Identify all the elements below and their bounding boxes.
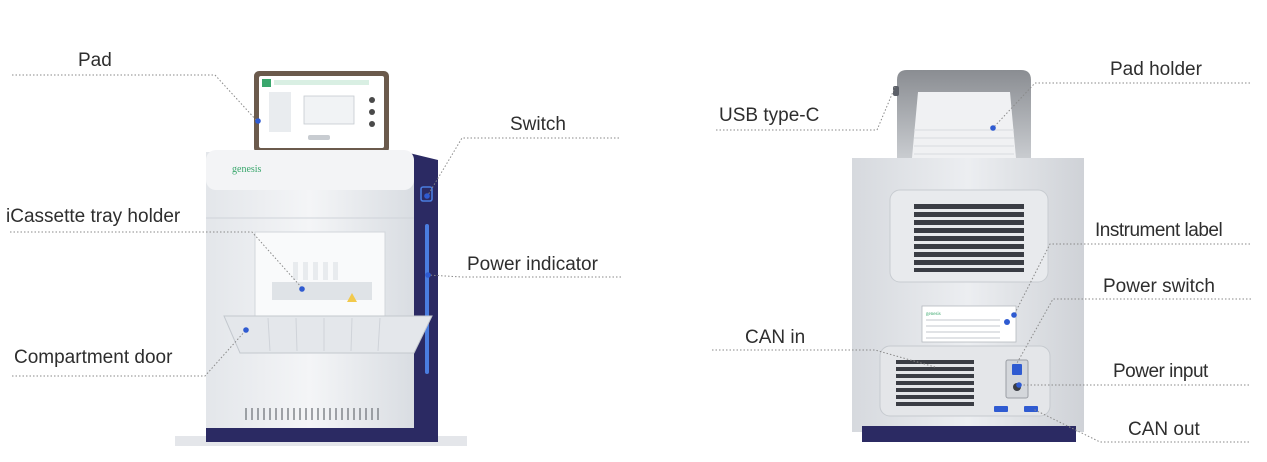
front-view-instrument: genesis [175,71,467,446]
front-switch-button [420,186,433,202]
pad-screen-button [369,97,375,103]
pad-dot [255,118,261,124]
pad-holder-ribs [914,129,1014,155]
icassette-cells [293,262,338,280]
vent-bar [914,244,1024,249]
usb-type-c-leader-line [716,86,896,131]
callout-can-out: CAN out [1128,419,1200,440]
callout-pad: Pad [78,50,112,71]
vent-bar [896,367,974,371]
switch-leader-line [427,137,619,196]
icassette-dot [299,286,305,292]
power-switch-rocker [1012,364,1022,375]
vent-bar [914,260,1024,265]
instrument-label-plate [921,305,1017,343]
icassette-cell [313,262,318,280]
icassette-cell [303,262,308,280]
usb-type-c-port [893,86,899,96]
vent-bar [914,204,1024,209]
door-rib [377,317,381,352]
label-text-lines [926,319,1000,339]
vent-bar [896,374,974,378]
door-rib [350,317,353,352]
door-rib [267,317,271,352]
pad-holder-dot [990,125,996,131]
rear-base [862,426,1076,442]
pad-screen-sidebar [269,92,291,132]
rear-callout-lines [712,82,1251,443]
pad-screen-button [369,109,375,115]
icassette-cell [333,262,338,280]
vent-bar [896,395,974,399]
front-pad [254,71,389,153]
front-callout-dots [243,118,431,333]
power-module [1005,359,1029,399]
rear-top-vent [914,204,1024,272]
pad-leader-line [12,74,258,122]
rear-view-instrument: genesis [852,70,1084,442]
callout-power-switch: Power switch [1103,276,1215,297]
callout-switch: Switch [510,114,566,135]
pad-screen-diagram [303,95,355,125]
pad-screen-header [274,80,369,85]
callout-can-in: CAN in [745,327,806,348]
pad-screen-button [369,121,375,127]
tray-opening [254,231,386,323]
can-out-port [1024,406,1038,412]
door-rib [295,317,298,352]
pad-holder-plate [912,92,1016,158]
pad-screen-logo [262,79,271,87]
callout-pad-holder: Pad holder [1110,59,1202,80]
door-ribs [267,317,381,352]
vent-bar [914,236,1024,241]
pad-screen-footer [308,135,330,140]
callout-instrument-label: Instrument label [1095,220,1223,241]
label-qr-mark [1004,319,1010,325]
icassette-leader-line [10,231,303,289]
pad-holder-leader-line [992,82,1250,129]
icassette-cell [323,262,328,280]
callout-compartment-door: Compartment door [14,347,173,368]
compartment-door-dot [243,327,249,333]
instrument-label-dot [1011,312,1017,318]
power-input-dot [1016,382,1022,388]
power-indicator-dot [425,272,431,278]
icassette-cell [293,262,298,280]
label-brand-logo: genesis [926,312,941,317]
brand-logo: genesis [232,164,262,175]
vent-bar [896,360,974,364]
vent-bar [914,220,1024,225]
power-indicator-light [425,224,429,374]
front-top-cover [206,150,414,190]
front-callout-lines [10,74,621,377]
instrument-label-leader-line [1013,243,1250,316]
warning-sticker [347,293,357,302]
rear-lower-vent [896,360,974,406]
vent-bar [914,268,1024,272]
front-base [206,428,438,442]
vent-bar [896,388,974,392]
front-vent [245,408,379,420]
compartment-door-leader-line [12,329,247,377]
compartment-door-panel [223,315,433,354]
can-in-port [994,406,1008,412]
can-out-leader-line [1032,408,1249,443]
callout-power-indicator: Power indicator [467,254,598,275]
power-indicator-leader-line [427,274,621,278]
callout-power-input: Power input [1113,361,1208,382]
vent-bar [896,402,974,406]
vent-bar [914,212,1024,217]
vent-bar [896,381,974,385]
icassette-tray [272,282,372,300]
vent-bar [914,252,1024,257]
vent-bar [914,228,1024,233]
rear-callout-dots [990,125,1022,388]
callout-usb-type-c: USB type-C [719,105,820,126]
callout-icassette-tray-holder: iCassette tray holder [6,206,181,227]
switch-dot [424,193,430,199]
